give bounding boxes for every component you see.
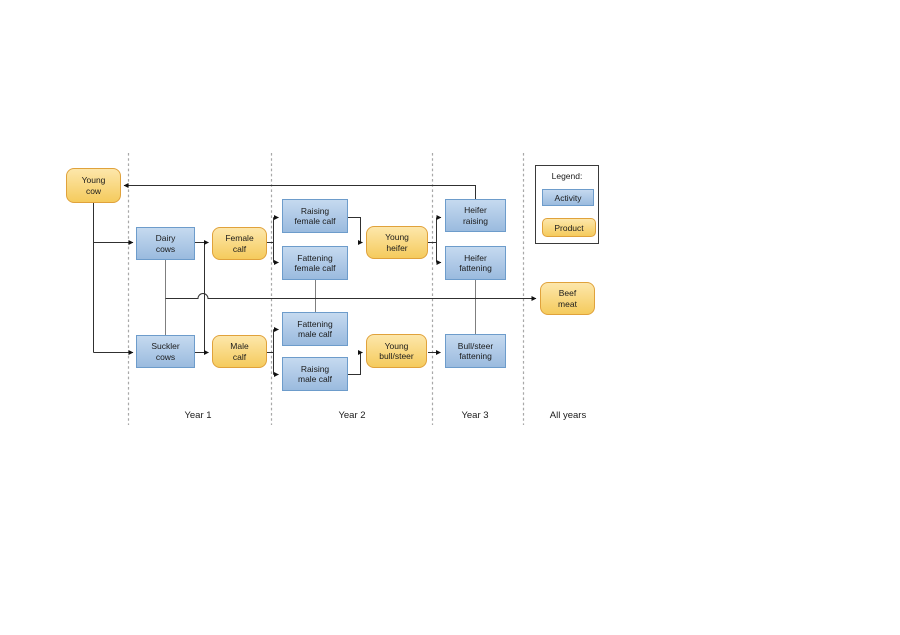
node-heifer-raising: Heifer raising xyxy=(445,199,506,232)
node-heifer-fattening: Heifer fattening xyxy=(445,246,506,280)
node-young-cow: Young cow xyxy=(66,168,121,203)
node-male-calf: Male calf xyxy=(212,335,267,368)
node-raising-female-calf: Raising female calf xyxy=(282,199,348,233)
node-young-bull-steer: Young bull/steer xyxy=(366,334,427,368)
legend-product-chip: Product xyxy=(542,218,596,237)
node-raising-male-calf: Raising male calf xyxy=(282,357,348,391)
trunk-young-heifer-split xyxy=(428,217,437,263)
node-beef-meat: Beef meat xyxy=(540,282,595,315)
node-bull-steer-fattening: Bull/steer fattening xyxy=(445,334,506,368)
column-label-year2: Year 2 xyxy=(338,410,366,421)
legend-activity-chip: Activity xyxy=(542,189,594,206)
column-label-year1: Year 1 xyxy=(184,410,212,421)
trunk-male-calf-split xyxy=(267,329,274,375)
node-young-heifer: Young heifer xyxy=(366,226,428,259)
node-fattening-female-calf: Fattening female calf xyxy=(282,246,348,280)
trunk-raising-female-elbow xyxy=(348,217,361,243)
node-suckler-cows: Suckler cows xyxy=(136,335,195,368)
legend-title: Legend: xyxy=(551,171,583,181)
column-label-allyears: All years xyxy=(549,410,587,421)
trunk-raising-male-elbow xyxy=(348,352,361,375)
column-label-year3: Year 3 xyxy=(461,410,489,421)
node-dairy-cows: Dairy cows xyxy=(136,227,195,260)
node-female-calf: Female calf xyxy=(212,227,267,260)
trunk-female-calf-split xyxy=(267,217,274,263)
node-fattening-male-calf: Fattening male calf xyxy=(282,312,348,346)
legend: Legend: Activity Product xyxy=(535,165,599,244)
edge-beef-meat-line xyxy=(165,293,537,301)
edge-heifer-raising-to-young-cow xyxy=(123,183,476,199)
